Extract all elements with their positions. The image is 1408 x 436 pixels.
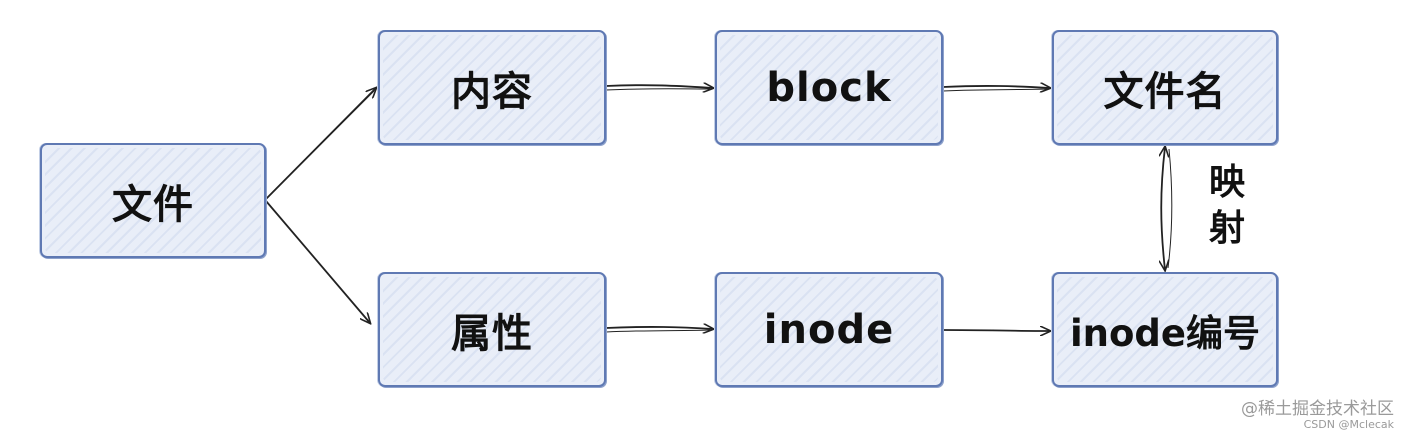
mapping-label-char-1: 映 xyxy=(1208,162,1245,203)
node-inode-label: inode xyxy=(763,306,895,353)
node-content-label: 内容 xyxy=(451,68,533,115)
node-inode-number: inode编号 xyxy=(1052,272,1278,387)
mapping-label: 映射 xyxy=(1202,160,1252,252)
node-block: block xyxy=(715,30,943,145)
arrow-filename-inode-number-mapping xyxy=(1161,147,1173,270)
watermark: @稀土掘金技术社区 CSDN @Mclecak xyxy=(1241,399,1394,432)
node-filename: 文件名 xyxy=(1052,30,1278,145)
node-file-label: 文件 xyxy=(112,181,194,228)
arrow-attribute-to-inode xyxy=(605,327,713,332)
node-inode-number-label: inode编号 xyxy=(1069,311,1261,355)
node-attribute-label: 属性 xyxy=(451,310,533,357)
arrow-file-to-attribute xyxy=(265,200,370,323)
node-content: 内容 xyxy=(378,30,606,145)
node-file: 文件 xyxy=(40,143,266,258)
watermark-line-1: @稀土掘金技术社区 xyxy=(1241,399,1394,419)
node-attribute: 属性 xyxy=(378,272,606,387)
mapping-label-char-2: 射 xyxy=(1208,208,1245,249)
arrow-content-to-block xyxy=(605,85,713,90)
node-filename-label: 文件名 xyxy=(1103,68,1227,115)
node-inode: inode xyxy=(715,272,943,387)
arrow-file-to-content xyxy=(265,88,376,200)
node-block-label: block xyxy=(766,64,892,111)
arrow-block-to-filename xyxy=(942,86,1050,91)
watermark-line-2: CSDN @Mclecak xyxy=(1303,418,1394,431)
arrow-inode-to-inode-number xyxy=(942,330,1050,331)
